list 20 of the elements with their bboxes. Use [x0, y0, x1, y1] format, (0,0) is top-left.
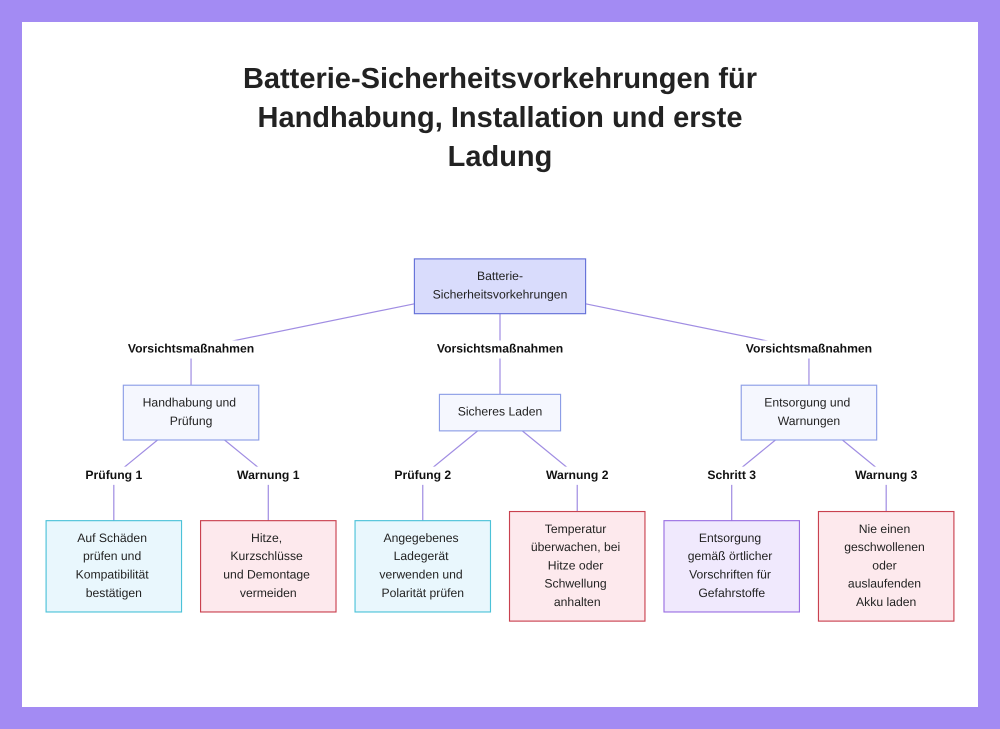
edge-label: Vorsichtsmaßnahmen	[128, 342, 254, 356]
title: Batterie-Sicherheitsvorkehrungen für Handhabung, Installation und erste Ladung	[242, 62, 758, 175]
edge-label: Warnung 3	[854, 468, 918, 482]
node-box: Sicheres Laden	[438, 394, 562, 432]
node-box: Temperatur überwachen, bei Hitze oder Schwellung anhalten	[508, 510, 646, 622]
node-box: Auf Schäden prüfen und Kompatibilität bestätigen	[46, 520, 182, 613]
edge-label: Vorsichtsmaßnahmen	[746, 342, 872, 356]
node-box: Batterie-Sicherheitsvorkehrungen	[414, 258, 586, 314]
node-box: Nie einen geschwollenen oder auslaufenden Akku laden	[818, 510, 954, 622]
node-box: Entsorgung gemäß örtlicher Vorschriften für Gefahrstoffe	[663, 520, 800, 613]
node-box: Angegebenes Ladegerät verwenden und Polarität prüfen	[354, 520, 492, 613]
edge-label: Prüfung 2	[394, 468, 452, 482]
edge-label: Warnung 2	[546, 468, 608, 482]
edge-label: Prüfung 1	[85, 468, 142, 482]
edge-label: Schritt 3	[707, 468, 756, 482]
edge-label: Warnung 1	[237, 468, 300, 482]
edge-label: Vorsichtsmaßnahmen	[436, 342, 564, 356]
node-box: Hitze, Kurzschlüsse und Demontage vermeiden	[200, 520, 337, 613]
node-box: Handhabung und Prüfung	[122, 384, 260, 441]
node-box: Entsorgung und Warnungen	[740, 384, 878, 441]
